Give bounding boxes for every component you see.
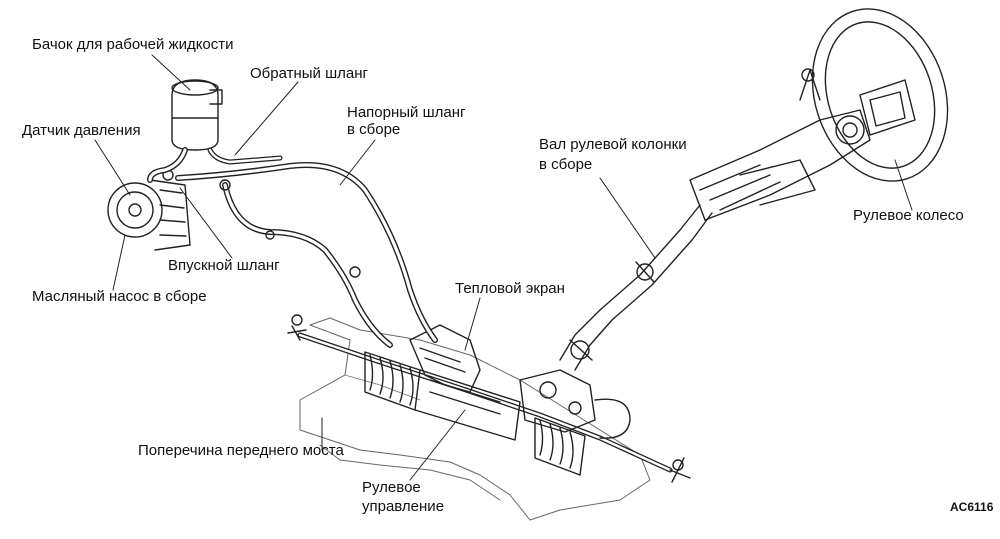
oil-pump-drawing — [107, 169, 191, 251]
label-column-shaft-line1: Вал рулевой колонки — [539, 136, 687, 153]
label-oil-pump: Масляный насос в сборе — [32, 288, 207, 305]
label-pressure-hose-line1: Напорный шланг — [347, 104, 466, 121]
steering-column-drawing — [559, 68, 871, 371]
label-intake-hose: Впускной шланг — [168, 257, 280, 274]
hoses-drawing — [147, 147, 438, 348]
label-steering-gear-line1: Рулевое — [362, 479, 421, 496]
label-column-shaft-line2: в сборе — [539, 156, 593, 173]
label-heat-shield: Тепловой экран — [455, 280, 565, 297]
label-steering-wheel: Рулевое колесо — [853, 207, 964, 224]
label-return-hose: Обратный шланг — [250, 65, 368, 82]
steering-rack-drawing — [287, 314, 691, 483]
label-reservoir: Бачок для рабочей жидкости — [32, 36, 234, 53]
heat-shield-drawing — [409, 324, 481, 393]
label-steering-gear-line2: управление — [362, 498, 445, 515]
figure-code: AC6116 — [950, 500, 994, 514]
label-crossmember: Поперечина переднего моста — [138, 442, 344, 459]
steering-wheel-drawing — [811, 8, 949, 182]
label-pressure-hose-line2: в сборе — [347, 121, 401, 138]
label-pressure-sensor: Датчик давления — [22, 122, 141, 139]
reservoir-drawing — [171, 79, 223, 151]
leader-lines — [94, 54, 913, 481]
crossmember-drawing — [299, 317, 651, 521]
